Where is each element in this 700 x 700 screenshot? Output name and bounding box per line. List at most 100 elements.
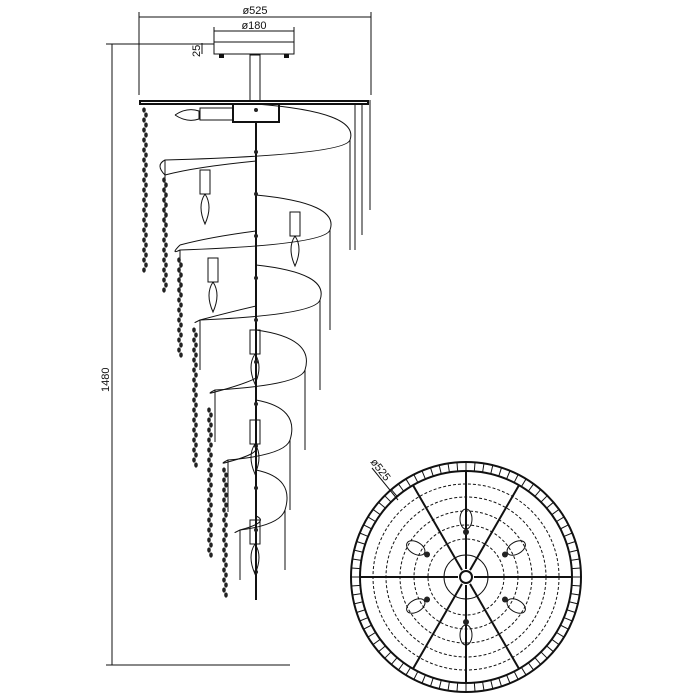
crystal-bead <box>177 287 181 293</box>
crystal-bead <box>209 552 213 558</box>
crystal-bead <box>207 417 211 423</box>
crystal-bead <box>144 262 148 268</box>
crystal-bead <box>142 147 146 153</box>
crystal-bead <box>164 222 168 228</box>
crystal-bead <box>177 277 181 283</box>
crystal-bead <box>209 522 213 528</box>
canopy-width-dimension: ø180 <box>213 20 295 42</box>
crystal-tick <box>359 617 369 622</box>
crystal-bead <box>162 217 166 223</box>
candle-bulb-icon <box>250 353 260 386</box>
crystal-bead <box>142 247 146 253</box>
crystal-bead <box>162 257 166 263</box>
crystal-bead <box>164 202 168 208</box>
crystal-bead <box>144 232 148 238</box>
crystal-bead <box>192 337 196 343</box>
crystal-bead <box>142 117 146 123</box>
crystal-bead <box>209 432 213 438</box>
crystal-bead <box>144 192 148 198</box>
crystal-bead <box>209 492 213 498</box>
ribbon-segment <box>255 399 293 510</box>
crystal-bead <box>224 502 228 508</box>
crystal-bead <box>222 477 226 483</box>
crystal-bead <box>192 427 196 433</box>
crystal-bead <box>194 442 198 448</box>
crystal-bead <box>224 542 228 548</box>
crystal-tick <box>456 462 459 472</box>
crystal-tick <box>534 657 542 665</box>
candle-bulb-icon <box>290 235 300 268</box>
crystal-bead <box>209 532 213 538</box>
candle-bulb-icon <box>250 543 260 576</box>
crystal-tick <box>482 463 485 473</box>
candle-bulb-icon <box>406 540 426 556</box>
crystal-tick <box>413 474 419 483</box>
crystal-tick <box>356 609 366 614</box>
crystal-bead <box>209 442 213 448</box>
crystal-tick <box>384 495 392 503</box>
crystal-bead <box>207 487 211 493</box>
canopy-diameter-label: ø180 <box>241 20 266 32</box>
center-hub <box>459 570 473 584</box>
crystal-bead <box>224 532 228 538</box>
crystal-tick <box>429 467 434 477</box>
crystal-tick <box>398 483 405 492</box>
rod-joint <box>254 402 258 406</box>
crystal-bead <box>207 527 211 533</box>
crystal-bead <box>207 497 211 503</box>
rod-joint <box>254 528 258 532</box>
crystal-bead <box>207 477 211 483</box>
canopy-height-dimension: 25 <box>191 43 203 57</box>
overall-height-label: 1480 <box>100 368 112 392</box>
crystal-tick <box>405 667 412 676</box>
candle-bulbs <box>174 107 301 576</box>
crystal-tick <box>546 645 554 653</box>
bulb-socket <box>463 619 469 625</box>
rod-joint <box>254 108 258 112</box>
crystal-bead <box>192 457 196 463</box>
crystal-bead <box>179 292 183 298</box>
crystal-bead <box>144 242 148 248</box>
crystal-bead <box>162 267 166 273</box>
crystal-bead <box>222 567 226 573</box>
crystal-bead <box>142 207 146 213</box>
crystal-tick <box>421 674 426 684</box>
crystal-tick <box>563 617 573 622</box>
crystal-bead <box>142 187 146 193</box>
overall-height-dimension: 1480 <box>100 43 290 666</box>
crystal-bead <box>192 357 196 363</box>
crystal-bead <box>144 122 148 128</box>
bulb-socket <box>289 211 301 237</box>
crystal-bead <box>209 412 213 418</box>
crystal-bead <box>162 187 166 193</box>
crystal-bead <box>144 212 148 218</box>
top-view: ø525 <box>350 456 582 693</box>
crystal-bead <box>142 227 146 233</box>
crystal-bead <box>194 352 198 358</box>
crystal-bead <box>162 227 166 233</box>
crystal-bead <box>179 302 183 308</box>
crystal-tick <box>384 651 392 659</box>
crystal-bead <box>179 282 183 288</box>
crystal-tick <box>390 489 398 497</box>
crystal-bead <box>222 557 226 563</box>
crystal-bead <box>224 562 228 568</box>
crystal-bead <box>224 552 228 558</box>
crystal-bead <box>144 252 148 258</box>
crystal-tick <box>534 489 542 497</box>
ribbon-segment <box>255 264 322 390</box>
crystal-bead <box>222 547 226 553</box>
crystal-bead <box>179 262 183 268</box>
crystal-bead <box>177 337 181 343</box>
crystal-tick <box>356 540 366 545</box>
crystal-bead <box>207 507 211 513</box>
crystal-bead <box>144 182 148 188</box>
crystal-tick <box>390 657 398 665</box>
crystal-tick <box>513 474 519 483</box>
crystal-bead <box>177 317 181 323</box>
candle-bulb-icon <box>208 281 218 314</box>
ribbon-segment <box>227 447 257 463</box>
crystal-tick <box>378 645 386 653</box>
crystal-bead <box>192 447 196 453</box>
